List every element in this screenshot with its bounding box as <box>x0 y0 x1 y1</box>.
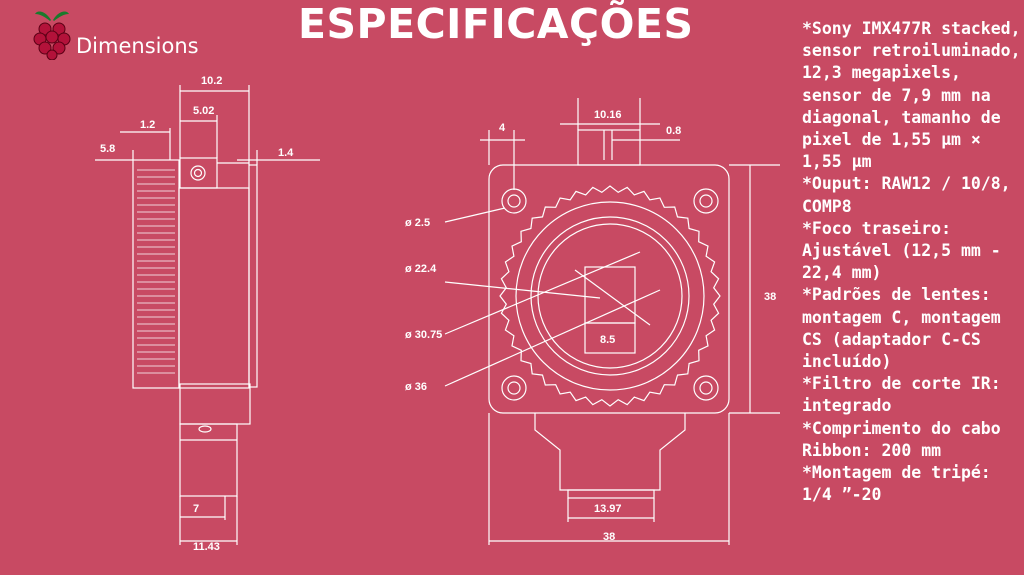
spec-back-focus: *Foco traseiro: Ajustável (12,5 mm - 22,… <box>802 218 1001 283</box>
dim-1-4: 1.4 <box>278 147 294 159</box>
raspberry-pi-logo-icon <box>33 11 71 60</box>
dim-1-2: 1.2 <box>140 119 155 131</box>
dim-0-8: 0.8 <box>666 125 681 137</box>
dia-22-4: ø 22.4 <box>405 263 437 275</box>
spec-ir-filter: *Filtro de corte IR: integrado <box>802 374 1001 416</box>
side-view <box>95 85 320 545</box>
brand-label: Dimensions <box>76 34 199 58</box>
dim-13-97: 13.97 <box>594 503 622 515</box>
dia-30-75: ø 30.75 <box>405 329 442 341</box>
front-view <box>444 98 780 545</box>
dim-side-width: 10.2 <box>201 75 222 87</box>
dim-8-5: 8.5 <box>600 334 615 346</box>
dim-5-02: 5.02 <box>193 105 214 117</box>
spec-ribbon-cable: *Comprimento do cabo Ribbon: 200 mm <box>802 418 1001 460</box>
dim-10-16: 10.16 <box>594 109 622 121</box>
dimension-drawing: 10.2 5.02 1.2 5.8 1.4 7 11.43 <box>95 75 780 553</box>
spec-tripod-mount: *Montagem de tripé: 1/4 ”-20 <box>802 463 991 505</box>
spec-lens-standards: *Padrões de lentes: montagem C, montagem… <box>802 285 1001 372</box>
dia-36: ø 36 <box>405 381 427 393</box>
spec-list: *Sony IMX477R stacked, sensor retroilumi… <box>802 18 1022 506</box>
dim-side-bottom: 11.43 <box>193 541 220 553</box>
dim-height: 38 <box>764 291 776 303</box>
dim-width: 38 <box>603 531 615 543</box>
page-title: ESPECIFICAÇÕES <box>298 0 694 48</box>
spec-sensor: *Sony IMX477R stacked, sensor retroilumi… <box>802 19 1021 172</box>
dim-5-8: 5.8 <box>100 143 115 155</box>
dim-4: 4 <box>499 122 506 134</box>
dia-2-5: ø 2.5 <box>405 217 430 229</box>
spec-output: *Ouput: RAW12 / 10/8, COMP8 <box>802 174 1011 216</box>
dim-7: 7 <box>193 503 199 515</box>
